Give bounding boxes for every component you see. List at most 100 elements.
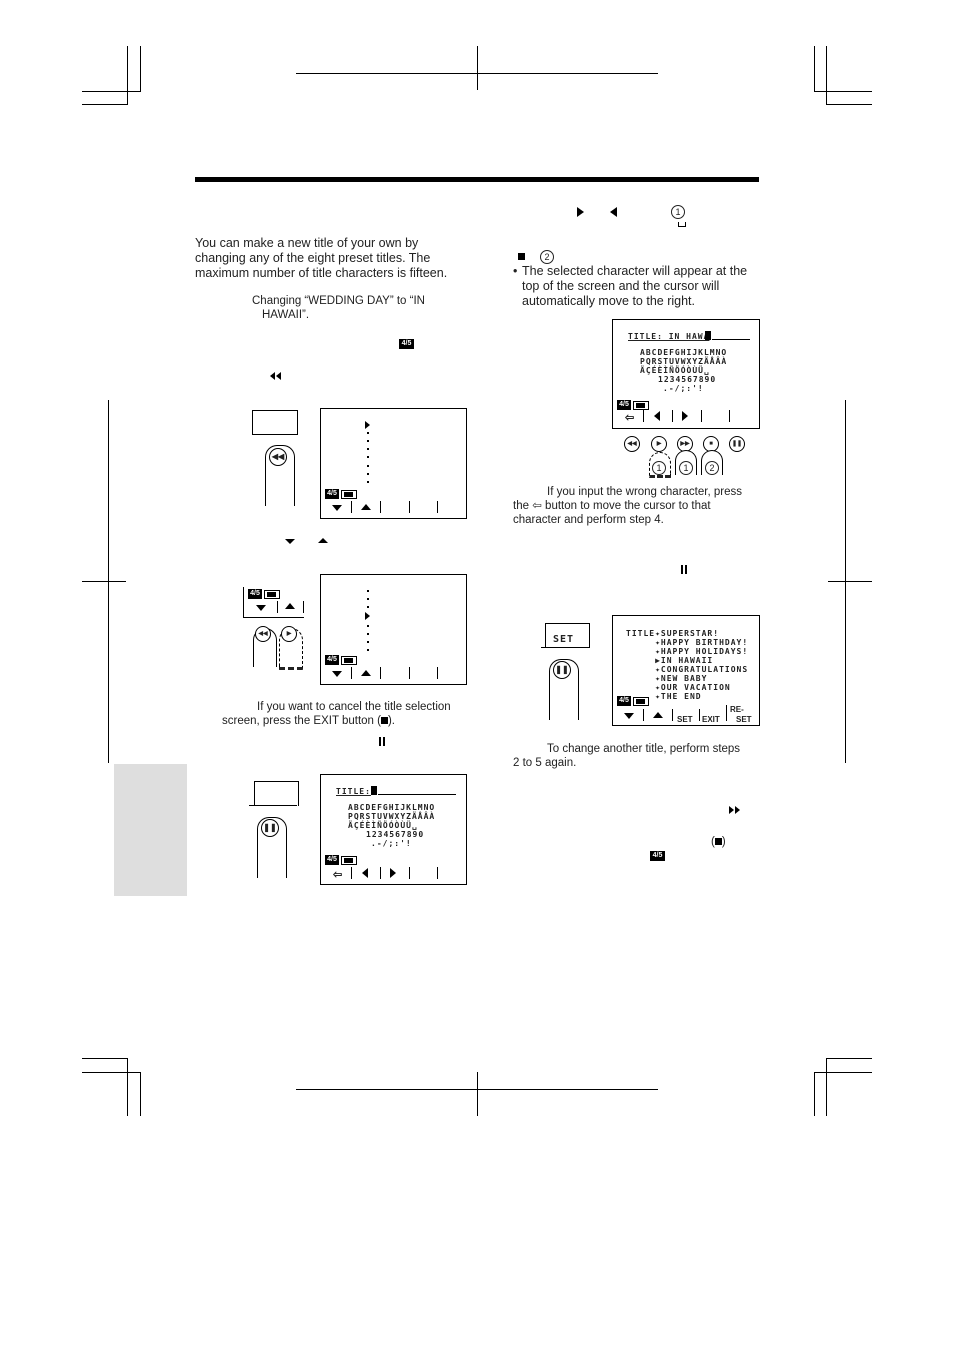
battery-icon [633,697,649,706]
title-list-7: ✦THE END [626,692,702,701]
battery-icon [633,401,649,410]
underline [378,794,456,795]
button-frame [252,410,298,435]
pause-icon [681,565,683,574]
rewind-button[interactable]: ◀◀ [255,626,271,642]
lcd-screen-title-list: TITLE✦SUPERSTAR! ✦HAPPY BIRTHDAY! ✦HAPPY… [612,615,760,726]
fast-forward-button[interactable]: ▶▶ [677,436,693,452]
crop-mark [127,46,128,104]
charset-row-3: ÄÇÉÈÌÑÖÓÒÙÜ␣ [640,366,710,375]
cancel-note-line-1: If you want to cancel the title selectio… [257,701,451,713]
title-list-6: ✦OUR VACATION [626,683,731,692]
cancel-note-line-2: screen, press the EXIT button (). [222,715,395,727]
tape-icon: 4/5 [325,489,339,499]
stop-icon [380,717,388,725]
step4-line-3: automatically move to the right. [522,294,695,308]
title-list-4: ✦CONGRATULATIONS [626,665,749,674]
crop-mark [826,1058,872,1059]
play-button[interactable]: ▶ [651,436,667,452]
step4-line-2: top of the screen and the cursor will [522,279,720,293]
bullet-dot: • [513,264,518,278]
crop-mark [82,91,140,92]
cursor-block [371,786,377,795]
title-list-2: ✦HAPPY HOLIDAYS! [626,647,749,656]
step4-line-1: The selected character will appear at th… [522,264,748,278]
side-tab [114,764,187,896]
cursor-arrow-icon [365,612,370,620]
right-arrow-icon [682,411,688,421]
crop-mark [477,46,478,90]
crop-mark [828,581,872,582]
up-arrow-icon [285,603,295,609]
right-arrow-icon [390,868,396,878]
up-arrow-icon [318,538,328,543]
battery-icon [341,656,357,665]
title-list-5: ✦NEW BABY [626,674,708,683]
cursor-block [705,331,711,340]
rewind-button[interactable]: ◀◀ [269,448,287,466]
crop-mark [82,1058,128,1059]
rewind-button[interactable]: ◀◀ [624,436,640,452]
crop-mark [82,581,126,582]
left-arrow-icon [362,868,368,878]
title-label: TITLE: [336,787,371,796]
battery-icon [264,590,280,599]
button-frame-base [249,805,297,806]
tape-icon: 4/5 [650,851,665,861]
example-line-2: HAWAII”. [262,309,310,321]
pause-button[interactable]: ❚❚ [261,819,279,837]
cursor-arrow-icon [365,421,370,429]
charset-row-2: PQRSTUVWXYZÄÅÂÀ [348,812,436,821]
again-note-line-1: To change another title, perform steps [547,743,741,755]
wrong-note-line-3: character and perform step 4. [513,514,664,526]
crop-mark [814,1072,815,1116]
title-in-hawa: TITLE: IN HAWA [628,332,710,341]
softkey-exit: EXIT [702,715,720,724]
softkey-reset-1: RE- [730,705,744,714]
lcd-screen-in-hawa: TITLE: IN HAWA ABCDEFGHIJKLMNO PQRSTUVWX… [612,319,760,429]
underline [712,339,750,340]
wrong-note-line-2: the ⇦ button to move the cursor to that [513,500,711,512]
tape-icon: 4/5 [325,855,339,865]
down-arrow-icon [332,671,342,677]
down-arrow-icon [624,713,634,719]
down-arrow-icon [332,505,342,511]
title-list-1: ✦HAPPY BIRTHDAY! [626,638,749,647]
softkey-reset-2: SET [736,715,752,724]
step-circle-1: 1 [671,205,685,219]
charset-row-2: PQRSTUVWXYZÄÅÂÀ [640,357,728,366]
lcd-screen-charset: TITLE: ABCDEFGHIJKLMNO PQRSTUVWXYZÄÅÂÀ Ä… [320,774,467,885]
intro-line-1: You can make a new title of your own by [195,236,419,250]
crop-mark [82,104,128,105]
wrong-note-line-1: If you input the wrong character, press [547,486,742,498]
space-glyph-icon [678,222,686,227]
pause-button[interactable]: ❚❚ [729,436,745,452]
title-list-0: TITLE✦SUPERSTAR! [626,629,720,638]
softkey-set: SET [677,715,693,724]
intro-line-2: changing any of the eight preset titles.… [195,251,431,265]
battery-icon [341,490,357,499]
back-arrow-icon: ⇦ [532,500,542,512]
left-arrow-icon [610,207,617,217]
lcd-screen-menu: 4/5 [320,408,467,519]
set-button-frame [545,623,590,648]
crop-mark [814,91,872,92]
battery-icon [341,856,357,865]
play-button[interactable]: ▶ [281,626,297,642]
charset-row-5: .-/;:'! [663,384,704,393]
tape-icon: 4/5 [248,589,262,599]
set-button-label: SET [553,634,575,645]
left-arrow-icon [654,411,660,421]
down-arrow-icon [256,605,266,611]
stop-paren-icon: () [711,836,726,848]
button-panel: 4/5 [243,587,304,618]
charset-row-1: ABCDEFGHIJKLMNO [640,348,728,357]
crop-mark [477,1072,478,1116]
crop-mark [826,46,827,104]
tape-icon: 4/5 [325,655,339,665]
step-circle-2: 2 [705,461,719,475]
back-arrow-icon: ⇦ [333,869,343,881]
pause-button[interactable]: ❚❚ [553,661,571,679]
down-arrow-icon [285,539,295,544]
step-circle-2: 2 [540,250,554,264]
